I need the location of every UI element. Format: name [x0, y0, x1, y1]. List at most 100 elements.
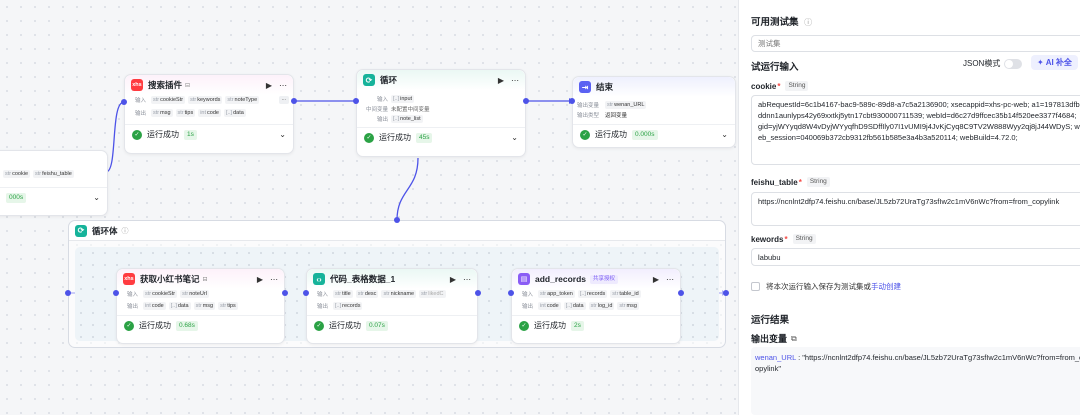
success-icon: ✓ [364, 132, 374, 143]
status-text: 运行成功 [329, 321, 361, 330]
fetch-note-node[interactable]: xhs 获取小红书笔记 ⊟ ▶ ⋯ 输入 strcookieStr strnot… [116, 268, 285, 344]
chevron-down-icon[interactable]: ⌄ [511, 133, 518, 142]
run-icon[interactable]: ▶ [449, 274, 456, 284]
node-title: 搜索插件 [148, 80, 183, 90]
xhs-icon: xhs [131, 79, 143, 91]
run-icon[interactable]: ▶ [265, 80, 272, 90]
run-icon[interactable]: ▶ [652, 274, 659, 284]
node-outputs: 输出 intcode [..]data strmsg strtips [127, 302, 238, 310]
output-key: wenan_URL [755, 353, 796, 362]
node-outputs: 输出 [..]records [317, 302, 363, 310]
time-badge: 1s [184, 129, 197, 140]
port[interactable] [723, 290, 729, 296]
partial-tag-feishu-table: strfeishu_table [33, 170, 74, 178]
port[interactable] [121, 99, 127, 105]
time-badge: 2s [571, 320, 584, 331]
save-testset-checkbox[interactable] [751, 282, 760, 291]
copy-icon[interactable]: ⧉ [791, 333, 797, 343]
chevron-down-icon[interactable]: ⌄ [721, 130, 728, 139]
cookie-input[interactable]: abRequestId=6c1b4167-bac9-589c-89d8-a7c5… [751, 95, 1080, 165]
port[interactable] [113, 290, 119, 296]
status-text: 运行成功 [534, 321, 566, 330]
port[interactable] [475, 290, 481, 296]
port[interactable] [678, 290, 684, 296]
status-text: 运行成功 [595, 130, 627, 139]
json-mode-toggle[interactable] [1004, 58, 1023, 69]
port[interactable] [394, 217, 400, 223]
time-badge: 0.07s [366, 320, 388, 331]
partial-time-badge: 000s [6, 192, 27, 203]
xhs-icon: xhs [123, 273, 135, 285]
more-icon[interactable]: ⋯ [279, 80, 287, 90]
node-outputs: 输出 intcode [..]data strlog_id strmsg [522, 302, 639, 310]
port[interactable] [523, 98, 529, 104]
feishu-table-input[interactable]: https://ncnlnt2dfp74.feishu.cn/base/JL5z… [751, 192, 1080, 226]
code-icon: ‹› [313, 273, 325, 285]
trial-run-panel: 可用测试集 ⓘ 试运行输入 JSON模式 ✦ AI 补全 cookie* Str… [738, 0, 1080, 415]
info-icon[interactable]: ⓘ [804, 18, 813, 27]
node-title: 循环 [380, 75, 398, 85]
add-records-node[interactable]: ▤ add_records 共享授权 ▶ ⋯ 输入 strapp_token [… [511, 268, 681, 344]
output-result-box: wenan_URL : "https://ncnlnt2dfp74.feishu… [751, 347, 1080, 415]
loop-row-intermediate: 中间变量 未配置中间变量 [365, 107, 430, 113]
end-node[interactable]: ⇥ 结束 输出变量 strwenan_URL 输出类型 返回变量 ✓ 运行成功 … [572, 76, 736, 148]
port[interactable] [65, 290, 71, 296]
loop-row-output: 输出 [..]note_list [376, 115, 423, 123]
status-text: 运行成功 [147, 130, 179, 139]
port[interactable] [303, 290, 309, 296]
port[interactable] [282, 290, 288, 296]
more-icon[interactable]: ⋯ [511, 75, 519, 85]
node-inputs: 输入 strcookieStr strkeywords strnoteType … [125, 95, 293, 105]
save-testset-row: 将本次运行输入保存为测试集或 手动创建 [751, 281, 901, 292]
loop-row-input: 输入 [..]input [376, 95, 415, 103]
loop-node[interactable]: ⟳ 循环 ▶ ⋯ 输入 [..]input 中间变量 未配置中间变量 输出 [.… [356, 69, 526, 157]
chevron-down-icon[interactable]: ⌄ [93, 193, 100, 202]
store-icon: ⊟ [202, 276, 208, 283]
more-inputs-icon[interactable]: ⋯ [279, 96, 289, 104]
test-set-select[interactable] [751, 35, 1080, 52]
node-title: 获取小红书笔记 [140, 274, 200, 284]
trial-input-title: 试运行输入 [751, 62, 799, 73]
time-badge: 0.68s [176, 320, 198, 331]
port[interactable] [569, 98, 575, 104]
code-table-node[interactable]: ‹› 代码_表格数据_1 ▶ ⋯ 输入 strtitle strdesc str… [306, 268, 478, 344]
output-value: "https://ncnlnt2dfp74.feishu.cn/base/JL5… [755, 353, 1080, 373]
shared-auth-badge[interactable]: 共享授权 [590, 274, 619, 284]
keywords-input[interactable]: labubu [751, 248, 1080, 266]
sparkle-icon: ✦ [1037, 58, 1044, 67]
time-badge: 0.000s [632, 129, 658, 140]
run-icon[interactable]: ▶ [497, 75, 504, 85]
partial-start-node[interactable]: strcookie strfeishu_table 000s ⌄ [0, 150, 108, 216]
loop-icon: ⟳ [363, 74, 375, 86]
node-inputs: 输入 strtitle strdesc strnickname strliked… [317, 290, 446, 298]
run-icon[interactable]: ▶ [256, 274, 263, 284]
time-badge: 45s [416, 132, 433, 143]
node-title: 结束 [596, 82, 614, 92]
edge-loop-body [396, 157, 419, 221]
port[interactable] [291, 98, 297, 104]
success-icon: ✓ [519, 320, 529, 331]
more-icon[interactable]: ⋯ [463, 274, 471, 284]
success-icon: ✓ [124, 320, 134, 331]
status-text: 运行成功 [139, 321, 171, 330]
success-icon: ✓ [314, 320, 324, 331]
node-title: 代码_表格数据_1 [330, 274, 396, 284]
info-icon[interactable]: ⓘ [121, 227, 129, 235]
more-icon[interactable]: ⋯ [666, 274, 674, 284]
manual-create-link[interactable]: 手动创建 [871, 282, 901, 291]
port[interactable] [353, 98, 359, 104]
ai-fill-button[interactable]: ✦ AI 补全 [1031, 55, 1078, 70]
more-icon[interactable]: ⋯ [270, 274, 278, 284]
output-var-title: 输出变量 ⧉ [751, 333, 797, 345]
success-icon: ✓ [132, 129, 142, 140]
search-plugin-node[interactable]: xhs 搜索插件 ⊟ ▶ ⋯ 输入 strcookieStr strkeywor… [124, 74, 294, 154]
loop-body-title: 循环体 [92, 225, 118, 236]
keywords-label: kewords* String [751, 234, 816, 244]
node-outputs: 输出 strmsg strtips intcode [..]data [135, 109, 246, 117]
end-row-var: 输出变量 strwenan_URL [577, 101, 647, 109]
partial-node-inputs: strcookie strfeishu_table [0, 169, 107, 179]
port[interactable] [508, 290, 514, 296]
chevron-down-icon[interactable]: ⌄ [279, 130, 286, 139]
test-sets-title: 可用测试集 ⓘ [751, 17, 813, 28]
status-text: 运行成功 [379, 133, 411, 142]
